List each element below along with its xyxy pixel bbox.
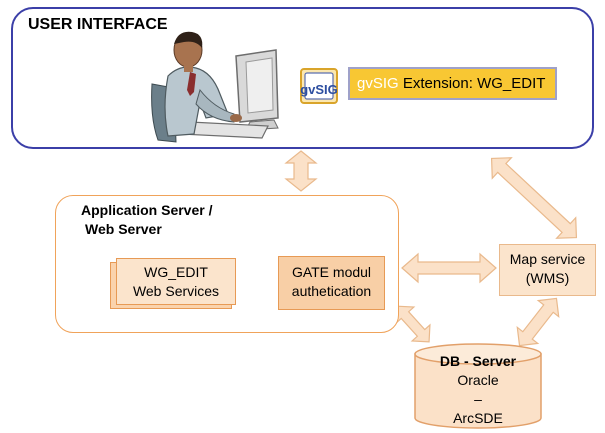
extension-name-text: Extension: WG_EDIT — [398, 75, 546, 92]
web-services-line1: WG_EDIT — [144, 264, 208, 280]
gvsig-logo-icon: gvSIG — [300, 68, 338, 104]
gvsig-extension-bar — [348, 67, 557, 100]
gate-line1: GATE modul — [291, 264, 372, 280]
db-server-line3: ArcSDE — [453, 410, 503, 426]
application-server-title: Application Server / Web Server — [81, 201, 212, 239]
db-server-label: DB - Server Oracle – ArcSDE — [415, 352, 541, 428]
web-services-line2: Web Services — [132, 283, 220, 299]
arrow-ui-app-server — [284, 150, 318, 192]
map-service-box: Map service (WMS) — [499, 244, 596, 296]
arrow-ui-map-service — [490, 157, 578, 239]
app-server-title-line2: Web Server — [85, 221, 162, 237]
db-server-line2: – — [474, 391, 482, 407]
db-server-line1: Oracle — [457, 372, 499, 388]
user-interface-title: USER INTERFACE — [28, 16, 168, 33]
arrow-map-db — [516, 297, 560, 347]
gate-line2: authetication — [291, 283, 372, 299]
person-at-computer-icon — [151, 31, 279, 143]
gvsig-extension-label: gvSIG Extension: WG_EDIT — [357, 75, 545, 92]
gvsig-logo-text: gvSIG — [300, 82, 338, 97]
map-service-line1: Map service — [509, 251, 586, 267]
db-server-title: DB - Server — [439, 353, 517, 369]
web-services-box: WG_EDIT Web Services — [116, 258, 236, 305]
gate-module-box: GATE modul authetication — [278, 256, 385, 310]
arrow-gate-map-service — [401, 252, 497, 284]
arrow-app-db — [395, 305, 431, 343]
db-server-cylinder — [414, 343, 542, 429]
app-server-title-line1: Application Server / — [81, 202, 213, 218]
gvsig-brand-text: gvSIG — [357, 75, 399, 92]
map-service-line2: (WMS) — [525, 270, 570, 286]
